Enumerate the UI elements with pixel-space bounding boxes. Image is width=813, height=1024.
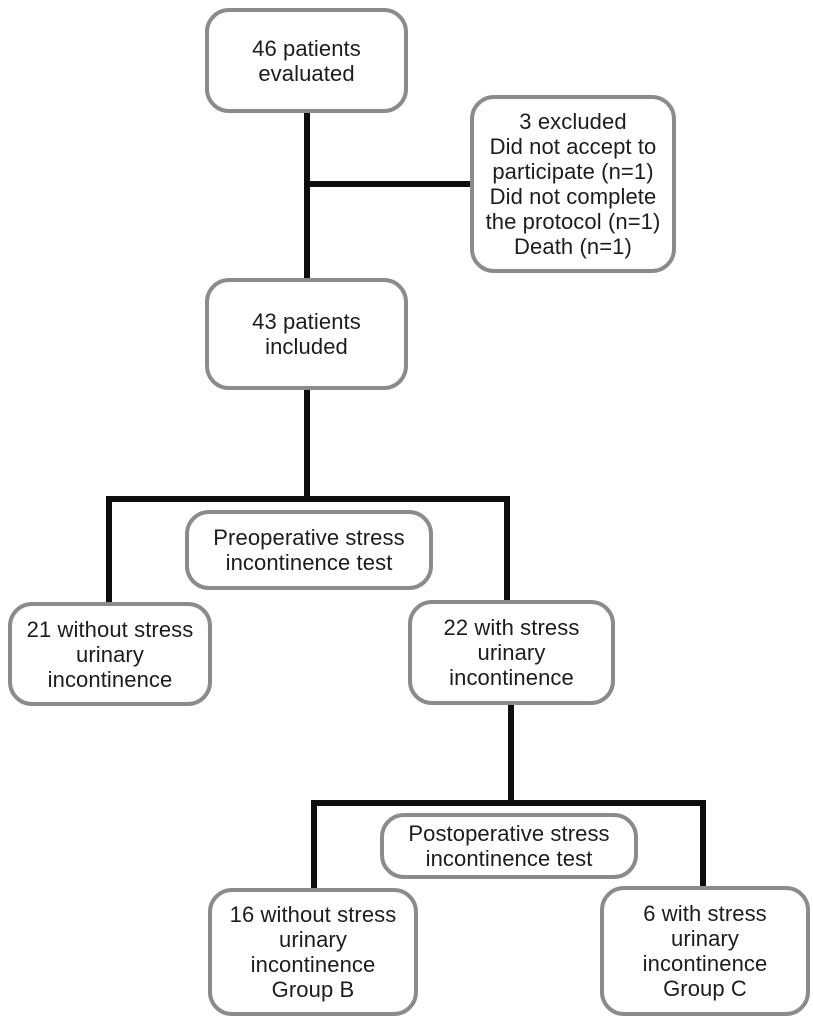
connector-postop-branch-horizontal — [311, 800, 706, 806]
connector-branch-to-preop-with — [504, 496, 510, 604]
connector-evaluated-to-excluded — [307, 181, 474, 187]
connector-branch-to-group-c — [700, 800, 706, 890]
connector-preop-with-to-branch — [508, 702, 514, 806]
node-patients-included: 43 patients included — [205, 278, 408, 390]
connector-preop-branch-horizontal — [106, 496, 510, 502]
node-postoperative-test: Postoperative stress incontinence test — [380, 813, 638, 879]
node-patients-evaluated-label: 46 patients evaluated — [252, 35, 361, 86]
node-group-b: 16 without stress urinary incontinence G… — [208, 888, 418, 1016]
node-excluded-label: 3 excluded Did not accept to participate… — [485, 109, 661, 259]
node-patients-evaluated: 46 patients evaluated — [205, 8, 408, 113]
connector-included-to-branch — [304, 386, 310, 502]
node-preoperative-test-label: Preoperative stress incontinence test — [213, 525, 405, 575]
node-preop-without-sui: 21 without stress urinary incontinence — [8, 602, 212, 706]
node-patients-included-label: 43 patients included — [252, 309, 361, 359]
node-group-c: 6 with stress urinary incontinence Group… — [600, 886, 810, 1016]
node-preop-with-sui-label: 22 with stress urinary incontinence — [443, 615, 580, 690]
node-preop-with-sui: 22 with stress urinary incontinence — [408, 600, 615, 705]
node-excluded: 3 excluded Did not accept to participate… — [470, 95, 676, 273]
connector-evaluated-to-included — [304, 110, 310, 282]
connector-branch-to-preop-without — [106, 496, 112, 606]
connector-branch-to-group-b — [311, 800, 317, 892]
node-group-b-label: 16 without stress urinary incontinence G… — [229, 902, 397, 1002]
node-postoperative-test-label: Postoperative stress incontinence test — [408, 821, 610, 871]
node-preoperative-test: Preoperative stress incontinence test — [185, 510, 433, 590]
node-group-c-label: 6 with stress urinary incontinence Group… — [642, 901, 768, 1001]
node-preop-without-sui-label: 21 without stress urinary incontinence — [26, 616, 194, 692]
